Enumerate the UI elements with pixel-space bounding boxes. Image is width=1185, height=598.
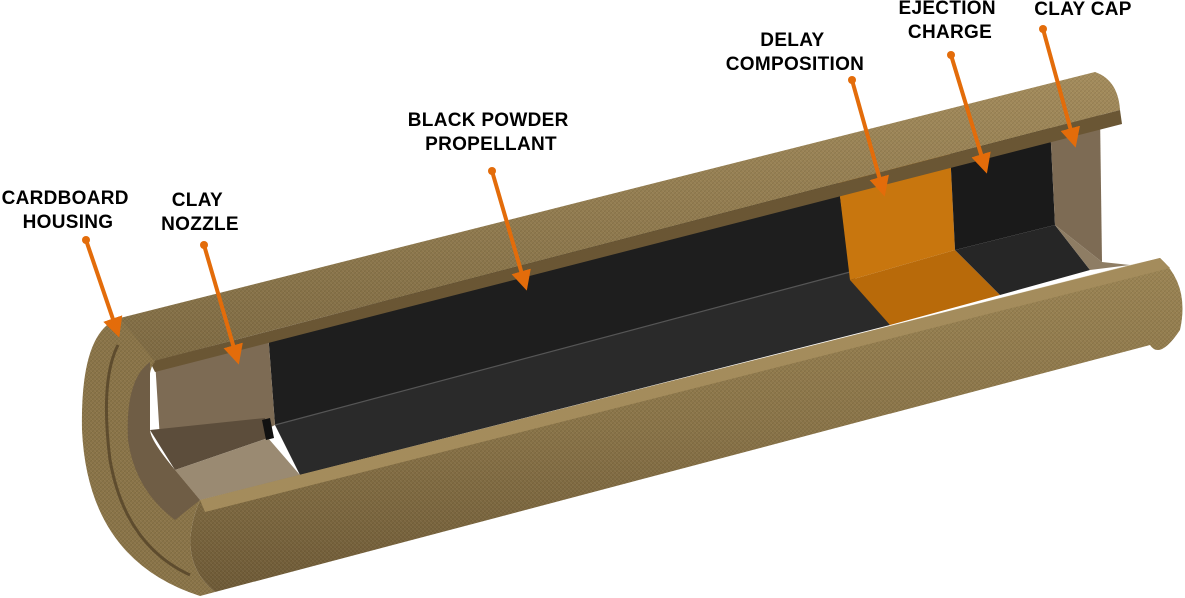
callout-labels: CARDBOARD HOUSING CLAY NOZZLE BLACK POWD… (2, 0, 1132, 235)
label-ejection-charge: EJECTION CHARGE (898, 0, 1001, 43)
front-end-ring-inner-groove (104, 344, 191, 577)
cardboard-housing-lower-shell (190, 258, 1183, 592)
propellant-floor (275, 272, 890, 475)
propellant-back-wall (268, 180, 850, 425)
callout-arrows (82, 25, 1080, 365)
arrow-delay-composition (850, 79, 889, 197)
arrow-clay-cap (1041, 28, 1080, 148)
tube-front-end (81, 318, 216, 596)
label-clay-nozzle: CLAY NOZZLE (161, 190, 239, 235)
ejection-charge-floor (955, 225, 1090, 295)
arrow-black-powder (490, 170, 531, 291)
clay-cap-face (1050, 114, 1102, 262)
label-delay-composition: DELAY COMPOSITION (726, 30, 864, 75)
arrow-ejection-charge (949, 54, 991, 174)
front-end-nozzle-recess (127, 362, 200, 520)
lower-shell-top-face (200, 258, 1160, 500)
label-cardboard-housing: CARDBOARD HOUSING (2, 188, 135, 233)
tube-interior (150, 114, 1130, 500)
nozzle-exit-dark (262, 418, 274, 440)
label-clay-cap: CLAY CAP (1034, 0, 1131, 20)
lower-shell-cut-edge (200, 258, 1170, 512)
clay-nozzle-floor (175, 438, 300, 500)
arrow-cardboard-housing (84, 239, 123, 338)
propellant-seam-line (274, 271, 851, 426)
arrow-clay-nozzle (202, 244, 243, 365)
clay-nozzle-throat (150, 418, 268, 470)
clay-cap-floor (1055, 225, 1130, 270)
delay-composition-floor (850, 250, 1000, 325)
label-black-powder-propellant: BLACK POWDER PROPELLANT (408, 110, 574, 155)
